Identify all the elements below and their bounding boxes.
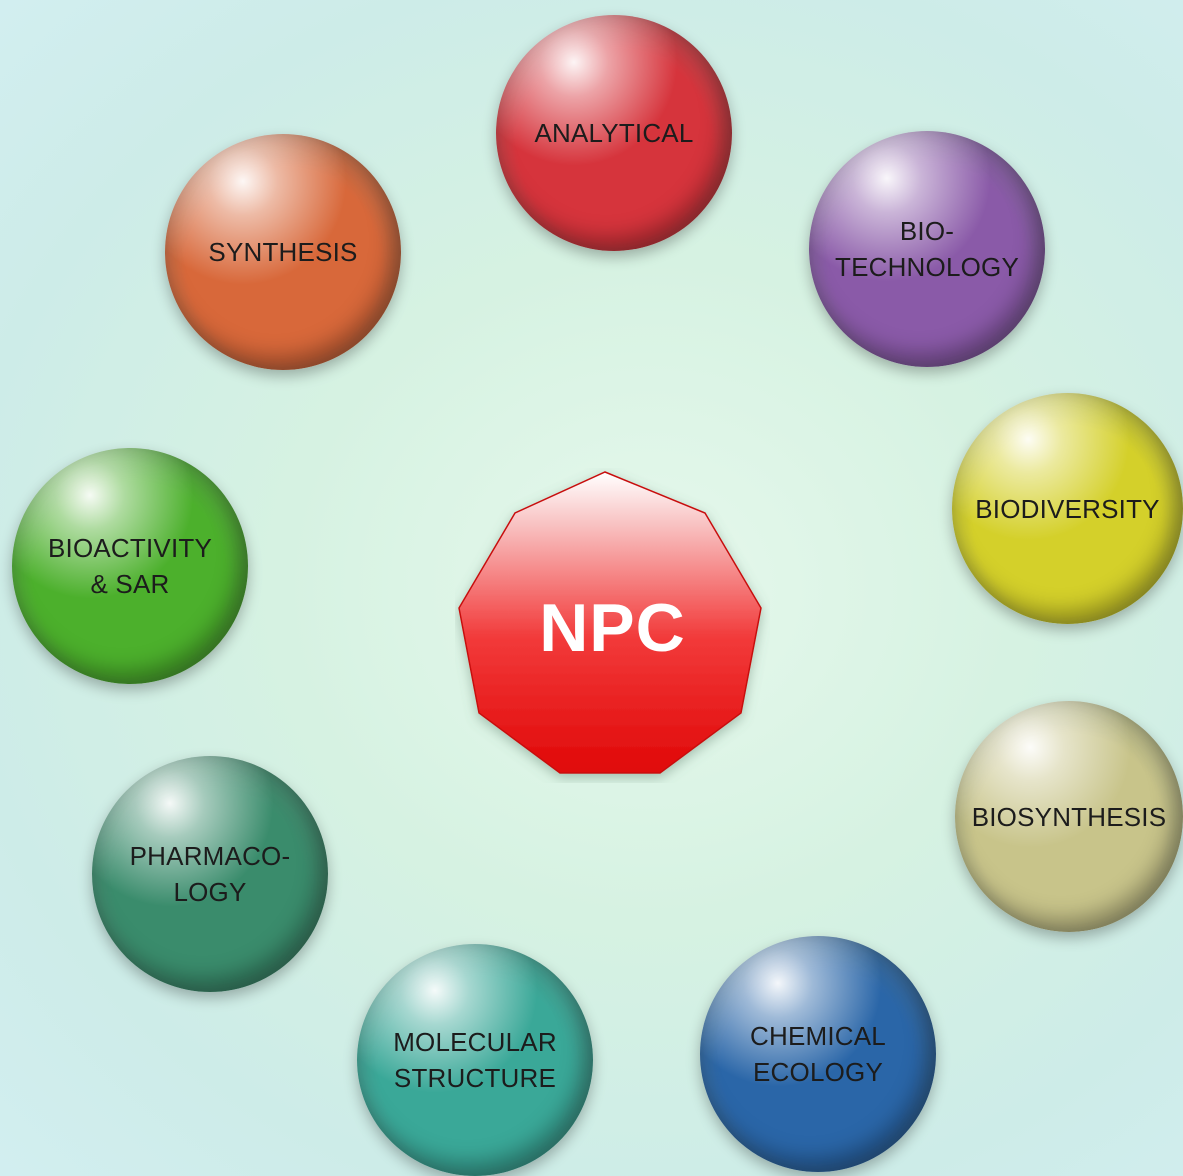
npc-center-octagon[interactable]: NPC (455, 468, 770, 783)
synthesis-label: SYNTHESIS (208, 237, 358, 267)
pharmacology-sphere[interactable]: PHARMACO- LOGY (92, 756, 328, 992)
synthesis-sphere[interactable]: SYNTHESIS (165, 134, 401, 370)
analytical-label: ANALYTICAL (534, 118, 694, 148)
biodiversity-label: BIODIVERSITY (975, 493, 1160, 524)
molecular-structure-sphere[interactable]: MOLECULAR STRUCTURE (357, 944, 593, 1176)
chemical-ecology-sphere[interactable]: CHEMICAL ECOLOGY (700, 936, 936, 1172)
bioactivity-sar-label: BIOACTIVITY & SAR (47, 533, 212, 599)
analytical-sphere[interactable]: ANALYTICAL (496, 15, 732, 251)
biodiversity-sphere[interactable]: BIODIVERSITY (952, 393, 1183, 624)
biotechnology-label: BIO- TECHNOLOGY (834, 216, 1020, 282)
biosynthesis-sphere[interactable]: BIOSYNTHESIS (955, 701, 1183, 932)
bioactivity-sar-sphere[interactable]: BIOACTIVITY & SAR (12, 448, 248, 684)
octagon-shape (458, 471, 762, 774)
chemical-ecology-label: CHEMICAL ECOLOGY (750, 1021, 886, 1087)
pharmacology-label: PHARMACO- LOGY (129, 841, 291, 907)
npc-center-label: NPC (539, 589, 686, 666)
biotechnology-sphere[interactable]: BIO- TECHNOLOGY (809, 131, 1045, 367)
molecular-structure-label: MOLECULAR STRUCTURE (393, 1027, 557, 1093)
biosynthesis-label: BIOSYNTHESIS (971, 801, 1167, 832)
